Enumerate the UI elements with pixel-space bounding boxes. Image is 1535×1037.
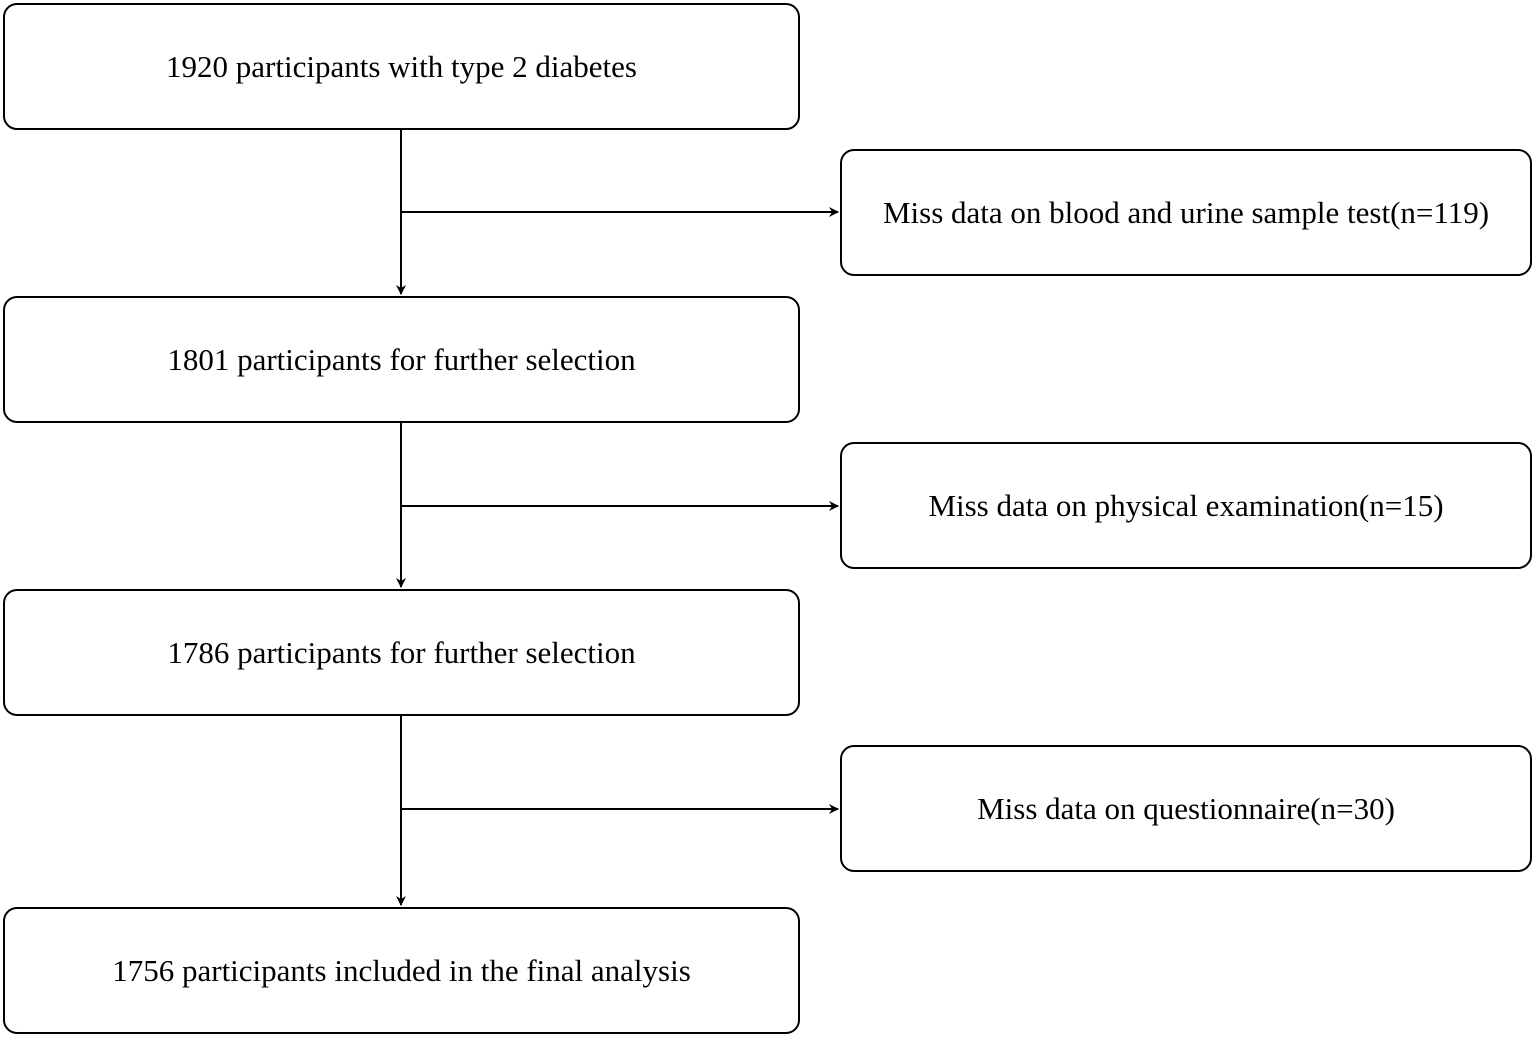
exclusion-label: Miss data on questionnaire(n=30) (977, 790, 1395, 826)
step-label: 1801 participants for further selection (167, 341, 636, 377)
step-box-third: 1786 participants for further selection (3, 589, 800, 716)
step-box-final: 1756 participants included in the final … (3, 907, 800, 1034)
step-label: 1756 participants included in the final … (112, 952, 691, 988)
exclusion-box-questionnaire: Miss data on questionnaire(n=30) (840, 745, 1532, 872)
exclusion-box-blood-urine: Miss data on blood and urine sample test… (840, 149, 1532, 276)
step-label: 1786 participants for further selection (167, 634, 636, 670)
exclusion-box-physical-exam: Miss data on physical examination(n=15) (840, 442, 1532, 569)
step-label: 1920 participants with type 2 diabetes (166, 48, 637, 84)
exclusion-label: Miss data on physical examination(n=15) (928, 487, 1444, 523)
exclusion-label: Miss data on blood and urine sample test… (882, 194, 1490, 230)
step-box-initial: 1920 participants with type 2 diabetes (3, 3, 800, 130)
step-box-second: 1801 participants for further selection (3, 296, 800, 423)
